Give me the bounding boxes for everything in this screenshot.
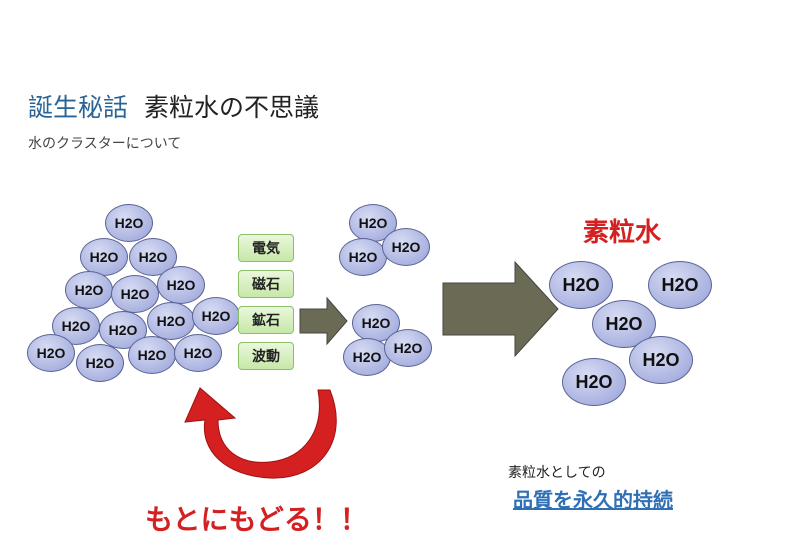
h2o-molecule: H2O — [192, 297, 240, 335]
h2o-molecule: H2O — [76, 344, 124, 382]
h2o-molecule: H2O — [384, 329, 432, 367]
method-wave: 波動 — [238, 342, 294, 370]
h2o-molecule: H2O — [549, 261, 613, 309]
page-title: 誕生秘話素粒水の不思議 — [28, 88, 319, 124]
result-title: 素粒水 — [583, 218, 662, 248]
subtitle: 水のクラスターについて — [28, 136, 182, 152]
method-ore: 鉱石 — [238, 306, 294, 334]
h2o-molecule: H2O — [129, 238, 177, 276]
h2o-molecule: H2O — [111, 275, 159, 313]
h2o-molecule: H2O — [562, 358, 626, 406]
h2o-molecule: H2O — [629, 336, 693, 384]
h2o-molecule: H2O — [382, 228, 430, 266]
method-magnet: 磁石 — [238, 270, 294, 298]
title-main: 素粒水の不思議 — [144, 93, 320, 122]
h2o-molecule: H2O — [128, 336, 176, 374]
h2o-molecule: H2O — [65, 271, 113, 309]
h2o-molecule: H2O — [157, 266, 205, 304]
h2o-molecule: H2O — [147, 302, 195, 340]
big-arrow-icon — [442, 260, 559, 358]
return-text: もとにもどる！！ — [145, 503, 368, 536]
h2o-molecule: H2O — [105, 204, 153, 242]
h2o-molecule: H2O — [27, 334, 75, 372]
quality-headline: 品質を永久的持続 — [513, 488, 673, 512]
small-arrow-icon — [299, 296, 348, 346]
method-electricity: 電気 — [238, 234, 294, 262]
h2o-molecule: H2O — [339, 238, 387, 276]
h2o-molecule: H2O — [648, 261, 712, 309]
quality-caption: 素粒水としての — [508, 465, 606, 481]
h2o-molecule: H2O — [174, 334, 222, 372]
title-highlight: 誕生秘話 — [28, 93, 129, 122]
return-arrow-icon — [184, 387, 337, 479]
